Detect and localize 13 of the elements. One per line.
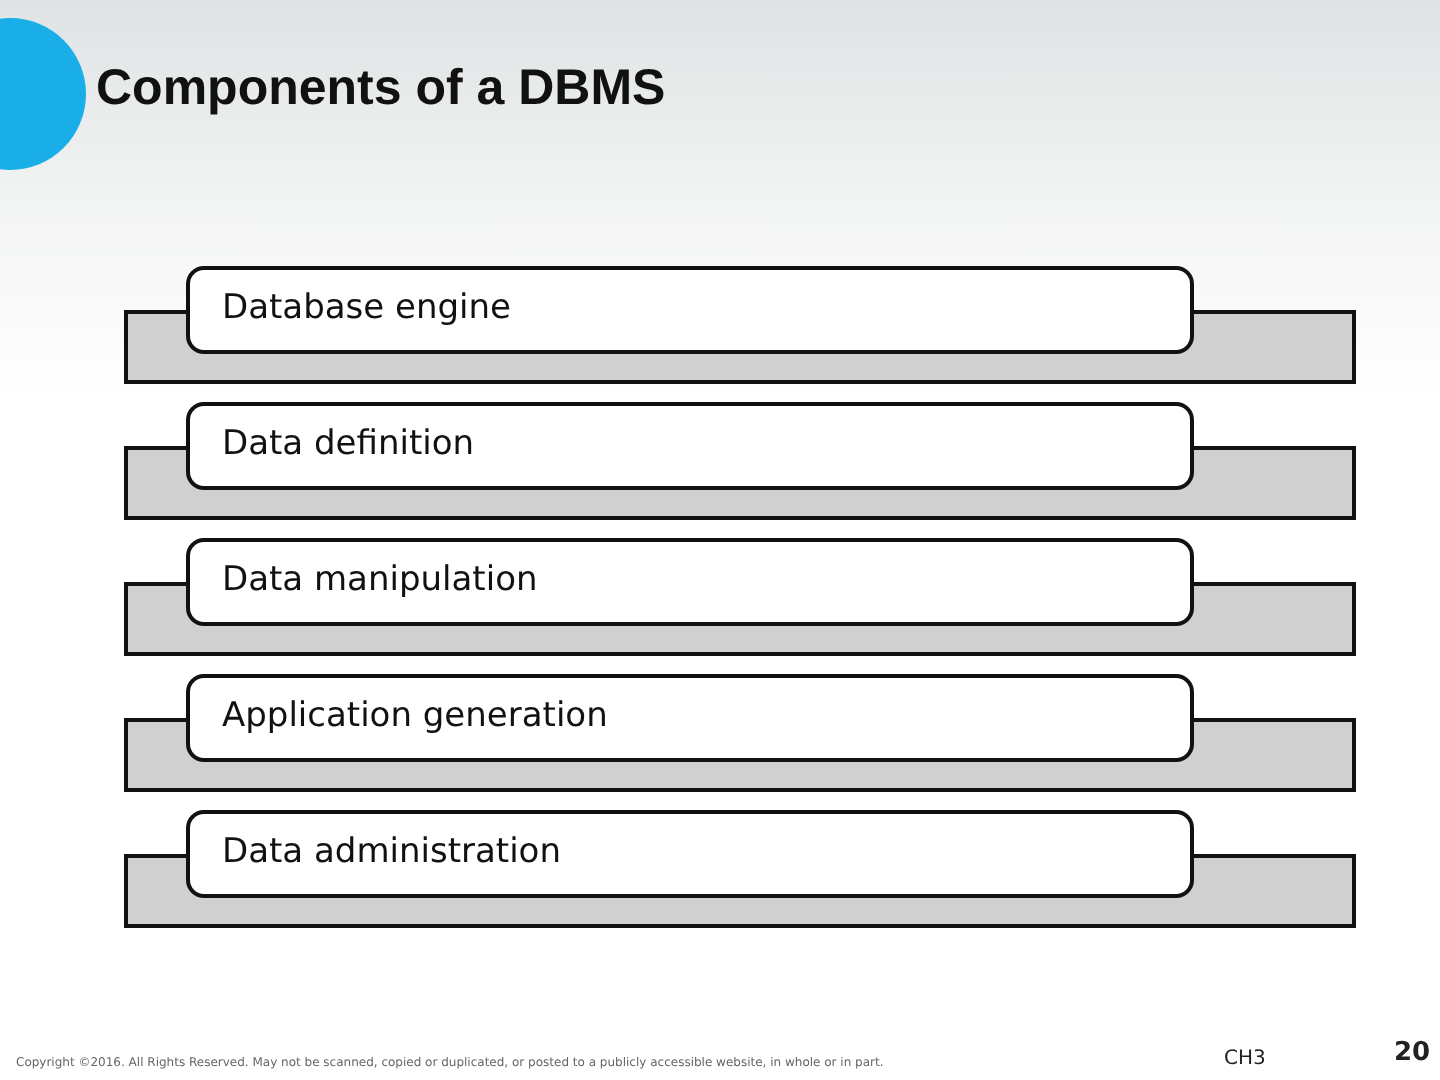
component-box [186,674,1194,762]
component-label: Database engine [222,288,511,328]
component-box [186,810,1194,898]
component-label: Data definition [222,424,475,464]
component-label: Application generation [222,696,608,736]
chapter-label: CH3 [1224,1048,1266,1070]
component-box [186,266,1194,354]
title: Components of a DBMS [96,60,666,118]
component-label: Data administration [222,832,561,872]
page-number: 20 [1394,1038,1431,1068]
component-box [186,538,1194,626]
component-box [186,402,1194,490]
component-label: Data manipulation [222,560,538,600]
